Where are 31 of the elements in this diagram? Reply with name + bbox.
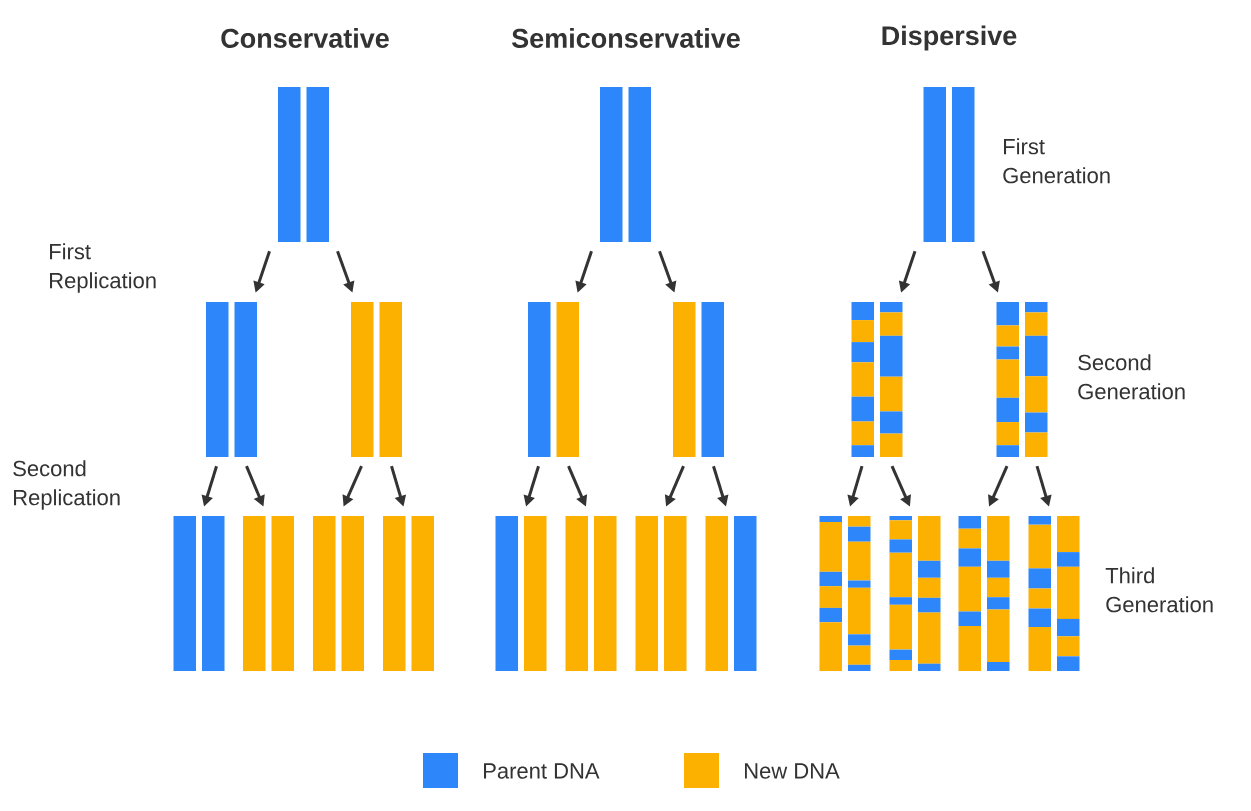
column-title: Semiconservative (512, 28, 740, 48)
dna-molecule (495, 516, 547, 671)
dna-molecule (705, 516, 757, 671)
stage-label: Second Generation (1078, 354, 1185, 400)
dna-molecule (635, 516, 687, 671)
dna-molecule (996, 302, 1048, 457)
dna-molecule (889, 516, 941, 671)
stage-label: First Generation (1003, 138, 1110, 184)
dna-molecule (173, 516, 225, 671)
dna-molecule (958, 516, 1010, 671)
stage-label: Second Replication (13, 460, 120, 510)
dna-molecule (528, 302, 579, 457)
dna-molecule (351, 302, 402, 457)
stage-label: Third Generation (1105, 567, 1213, 613)
dna-molecule (673, 302, 724, 457)
legend-label: Parent DNA (484, 763, 600, 779)
column-title: Conservative (221, 28, 389, 48)
column-title: Dispersive (882, 25, 1017, 51)
stage-label: First Replication (50, 243, 156, 293)
dna-molecule (819, 516, 871, 671)
dna-molecule (383, 516, 434, 671)
dna-molecule (313, 516, 364, 671)
dna-molecule (851, 302, 903, 457)
dna-molecule (278, 87, 329, 242)
dna-molecule (206, 302, 257, 457)
dna-molecule (243, 516, 294, 671)
dna-molecule (600, 87, 651, 242)
dna-molecule (565, 516, 617, 671)
dna-molecule (1028, 516, 1080, 671)
dna-molecule (923, 87, 975, 242)
legend-label: New DNA (745, 763, 840, 779)
